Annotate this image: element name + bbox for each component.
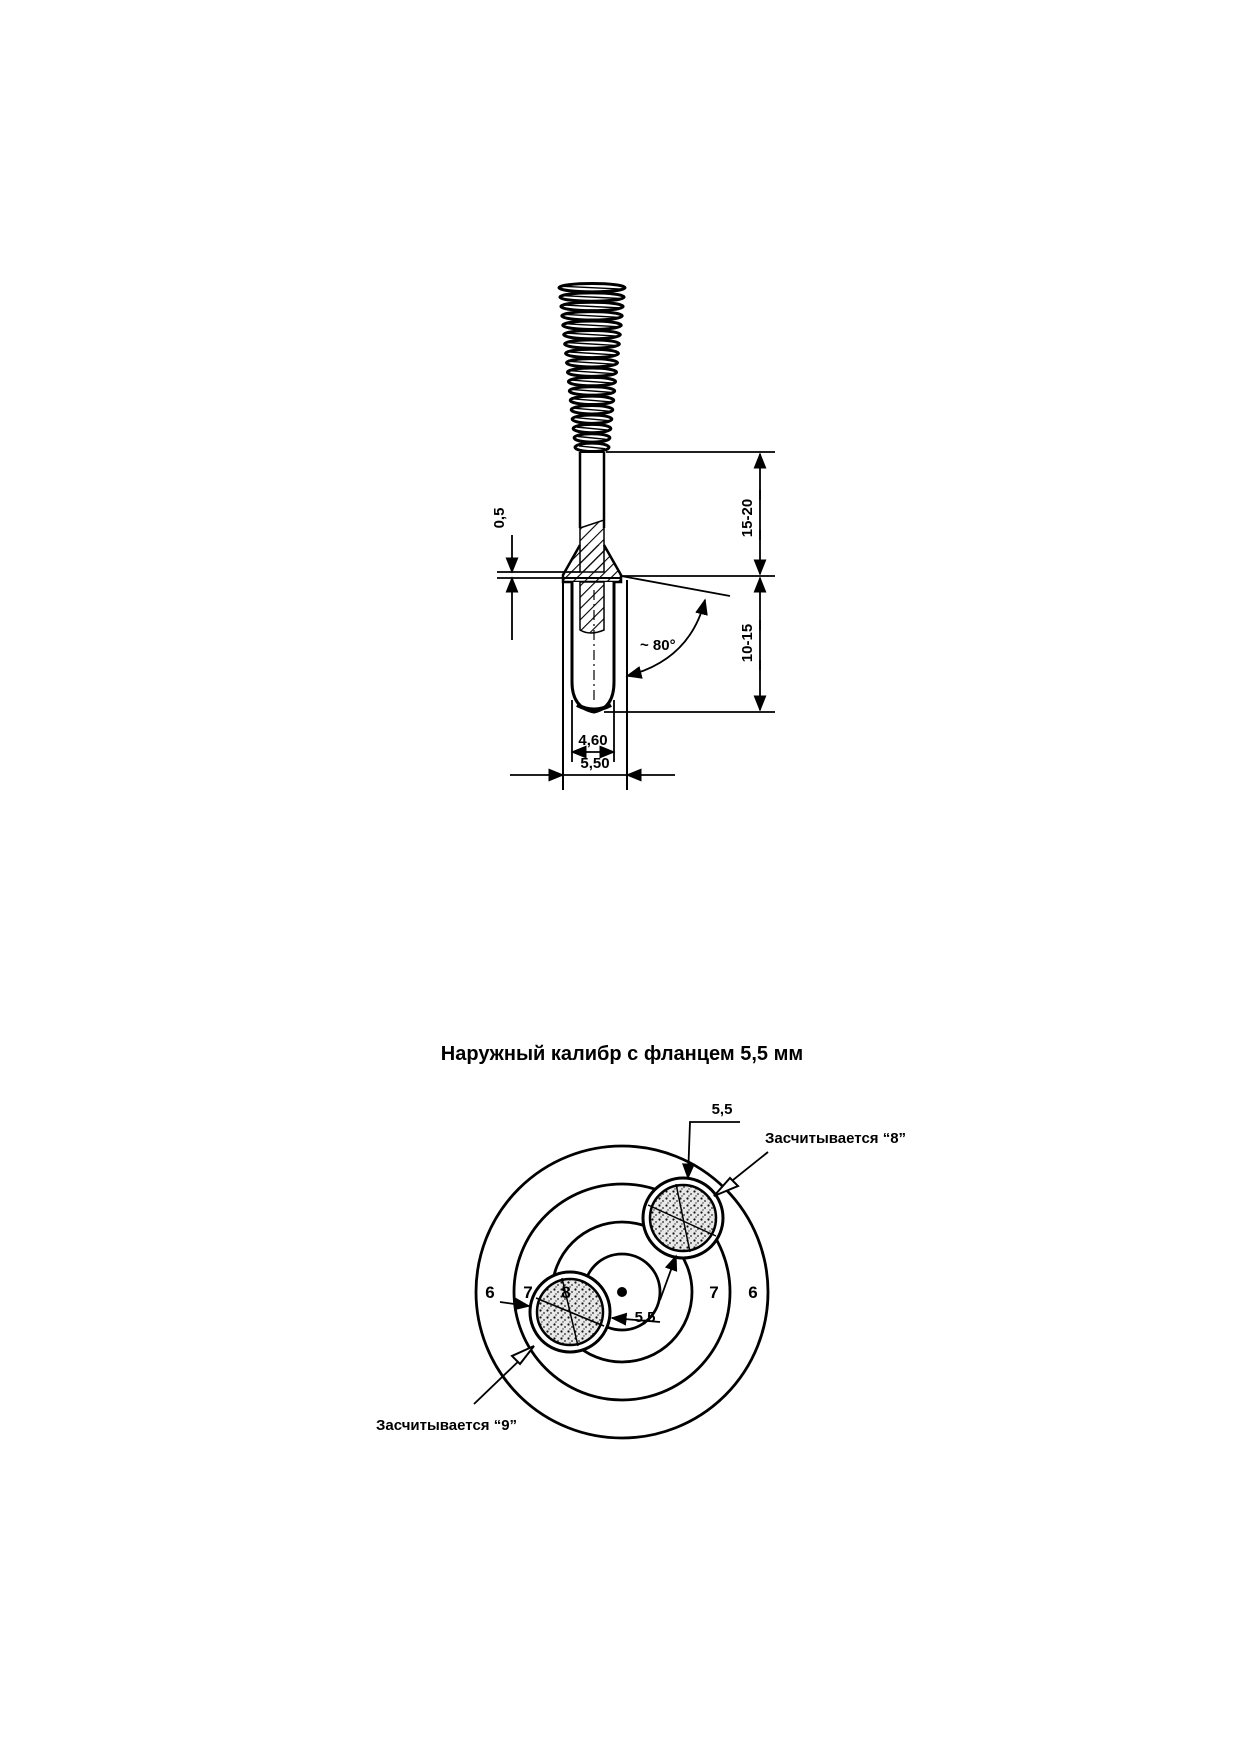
spring-coil-shade	[563, 294, 621, 300]
dim-hole-top: 5,5	[712, 1101, 733, 1118]
callout-lower: Засчитывается “9”	[376, 1417, 517, 1434]
gauging-head	[570, 581, 616, 714]
dim-shank-length: 15-20	[739, 499, 756, 537]
ring-6	[474, 1144, 770, 1440]
ring-label-left-middle: 7	[523, 1283, 532, 1302]
spring-coil-shade	[571, 370, 613, 375]
dim-outer-diameter: 5,50	[580, 755, 609, 772]
spring-coil-shade	[569, 351, 615, 356]
dim-flange-thickness: 0,5	[491, 508, 508, 529]
ring-gauge-figure: Наружный калибр с фланцем 5,5 мм 6 7 8 7…	[376, 1043, 906, 1440]
callout-upper: Засчитывается “8”	[765, 1130, 906, 1147]
hole-upper	[641, 1176, 725, 1260]
hole-lower	[528, 1270, 612, 1354]
dim-hole-bottom: 5,5	[635, 1309, 656, 1326]
spring-coil-shade	[577, 426, 607, 431]
flange	[561, 544, 623, 584]
spring-coil-shade	[564, 304, 620, 309]
spring-coil-shade	[573, 388, 611, 394]
spring-coil-shade	[576, 417, 608, 422]
spring-coil-shade	[568, 341, 616, 347]
ring-label-right-outer: 6	[748, 1283, 757, 1302]
spring-coil-shade	[562, 285, 622, 290]
spring-coil-shade	[572, 379, 612, 384]
spring-coil-shade	[577, 435, 607, 441]
pin-gauge-drawing: 4,60 5,50 0,5 15-20 10-15 ~ 80°	[491, 282, 775, 790]
dim-head-length: 10-15	[739, 624, 756, 662]
ring-7	[512, 1182, 732, 1402]
spring-coil-shade	[574, 398, 610, 403]
spring-coil-shade	[566, 323, 618, 328]
ring-label-left-inner: 8	[561, 1283, 570, 1302]
figure-title: Наружный калибр с фланцем 5,5 мм	[441, 1043, 803, 1065]
spring-coil-shade	[575, 407, 609, 412]
ring-label-right-middle: 7	[709, 1283, 718, 1302]
spring-coil-shade	[578, 445, 606, 450]
dim-inner-diameter: 4,60	[578, 732, 607, 749]
spring-coil-shade	[565, 313, 619, 318]
ring-label-left-outer: 6	[485, 1283, 494, 1302]
dim-angle: ~ 80°	[640, 637, 676, 654]
center-dot	[617, 1287, 627, 1297]
spring-coil-shade	[567, 332, 617, 337]
spring-handle	[557, 282, 627, 453]
spring-coil-shade	[570, 360, 614, 365]
